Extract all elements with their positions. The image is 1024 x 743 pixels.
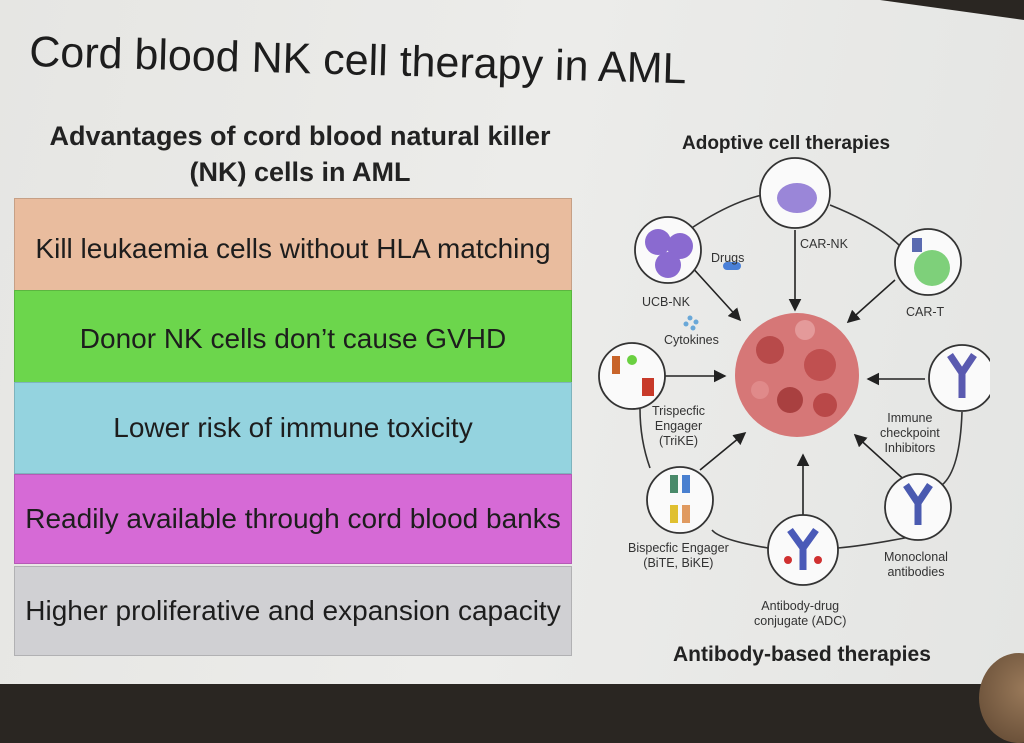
tumor-cell-cluster-icon (735, 313, 859, 437)
advantage-box-gvhd: Donor NK cells don’t cause GVHD (14, 290, 572, 388)
advantage-box-availability: Readily available through cord blood ban… (14, 474, 572, 564)
ucb-nk-label: UCB-NK (642, 295, 690, 309)
trike-icon (598, 342, 666, 410)
slide: Cord blood NK cell therapy in AML Advant… (0, 0, 1024, 684)
advantage-box-toxicity: Lower risk of immune toxicity (14, 382, 572, 474)
adoptive-cell-therapies-heading: Adoptive cell therapies (682, 133, 891, 154)
car-t-label: CAR-T (906, 305, 945, 319)
drug-pill-icon (723, 262, 741, 270)
drugs-label: Drugs (711, 251, 745, 265)
slide-title: Cord blood NK cell therapy in AML (28, 28, 688, 94)
advantage-box-proliferation: Higher proliferative and expansion capac… (14, 566, 572, 656)
advantages-heading: Advantages of cord blood natural killer … (49, 121, 551, 187)
therapy-diagram (598, 157, 990, 586)
cytokines-icon (683, 315, 699, 331)
bispecific-engager-icon (646, 466, 714, 534)
arrows (665, 230, 925, 530)
car-nk-label: CAR-NK (800, 237, 848, 251)
cytokines-label: Cytokines (664, 333, 719, 347)
bispecific-engager-label: Bispecfic Engager(BiTE, BiKE) (628, 541, 729, 570)
advantage-box-hla: Kill leukaemia cells without HLA matchin… (14, 198, 572, 300)
antibody-therapies-heading: Antibody-based therapies (673, 643, 931, 666)
